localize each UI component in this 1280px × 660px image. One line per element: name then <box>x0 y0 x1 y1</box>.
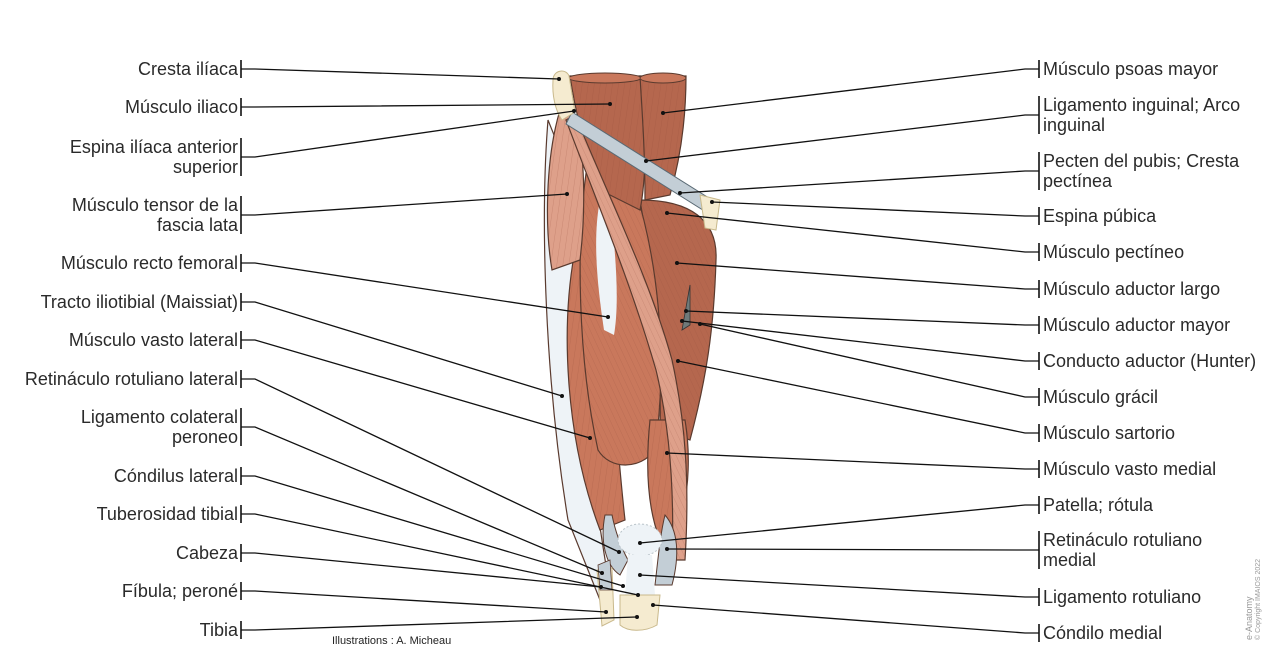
label-right-0: Músculo psoas mayor <box>1043 59 1219 79</box>
label-right-2: Pecten del pubis; Cresta pectínea <box>1043 151 1240 191</box>
label-left-3: Músculo tensor de la fascia lata <box>71 195 238 235</box>
adductor-canal <box>681 284 691 331</box>
patella <box>617 523 663 557</box>
label-right-9: Músculo sartorio <box>1043 423 1176 443</box>
label-right-5: Músculo aductor largo <box>1043 279 1221 299</box>
tibia <box>619 594 661 631</box>
label-right-12: Retináculo rotuliano medial <box>1043 530 1203 570</box>
label-right-6: Músculo aductor mayor <box>1043 315 1231 335</box>
label-right-13: Ligamento rotuliano <box>1043 587 1202 607</box>
label-left-13: Tibia <box>199 620 238 640</box>
label-left-0: Cresta ilíaca <box>137 59 238 79</box>
label-right-10: Músculo vasto medial <box>1043 459 1217 479</box>
label-left-7: Retináculo rotuliano lateral <box>24 369 238 389</box>
label-right-4: Músculo pectíneo <box>1043 242 1185 262</box>
label-right-1: Ligamento inguinal; Arco inguinal <box>1043 95 1241 135</box>
brand-name: e-Anatomy <box>1244 596 1254 640</box>
label-left-9: Cóndilus lateral <box>113 466 238 486</box>
label-left-8: Ligamento colateral peroneo <box>80 407 238 447</box>
label-right-3: Espina púbica <box>1043 206 1157 226</box>
brand-watermark: e-Anatomy © Copyright IMAIOS 2022 <box>1244 559 1264 640</box>
label-right-14: Cóndilo medial <box>1043 623 1163 643</box>
label-left-11: Cabeza <box>175 543 238 563</box>
label-left-2: Espina ilíaca anterior superior <box>69 137 238 177</box>
illustration-credit: Illustrations : A. Micheau <box>332 635 452 647</box>
label-right-7: Conducto aductor (Hunter) <box>1043 351 1257 371</box>
label-left-12: Fíbula; peroné <box>121 581 238 601</box>
label-right-8: Músculo grácil <box>1043 387 1159 407</box>
label-left-10: Tuberosidad tibial <box>96 504 238 524</box>
label-left-6: Músculo vasto lateral <box>68 330 238 350</box>
label-right-11: Patella; rótula <box>1043 495 1154 515</box>
label-left-1: Músculo iliaco <box>124 97 238 117</box>
label-left-5: Tracto iliotibial (Maissiat) <box>40 292 238 312</box>
leader-lines <box>240 60 1040 642</box>
label-left-4: Músculo recto femoral <box>60 253 238 273</box>
copyright-text: © Copyright IMAIOS 2022 <box>1255 558 1262 640</box>
